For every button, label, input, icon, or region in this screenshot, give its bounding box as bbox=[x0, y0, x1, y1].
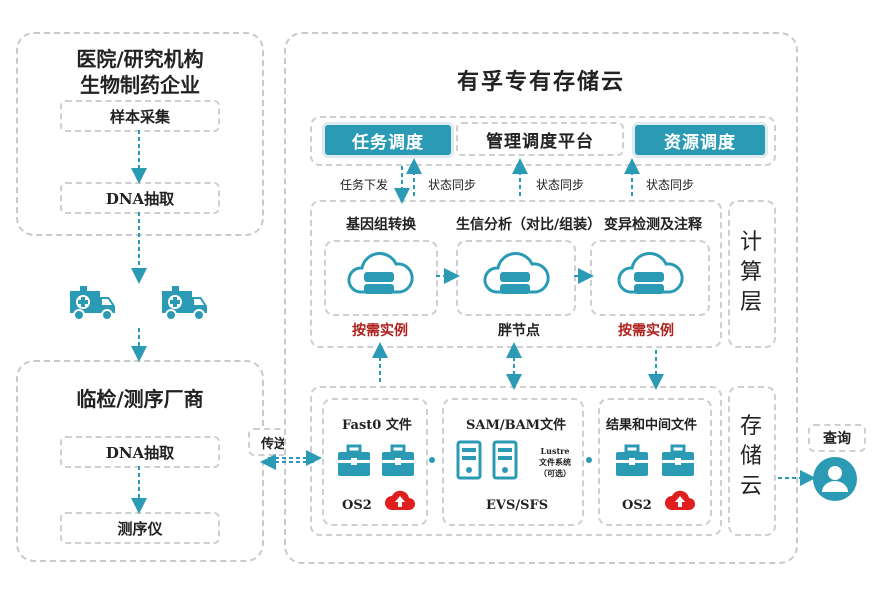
sam-sub-label: EVS/SFS bbox=[486, 498, 549, 513]
object-storage-icon bbox=[660, 444, 696, 482]
cloud-server-icon bbox=[346, 248, 414, 308]
cloud-server-icon bbox=[482, 248, 550, 308]
label-status-sync-3: 状态同步 bbox=[646, 178, 695, 192]
server-icon bbox=[492, 440, 518, 484]
task-scheduling-button[interactable]: 任务调度 bbox=[322, 122, 454, 158]
server-icon bbox=[456, 440, 482, 484]
step-bioinfo-analysis: 生信分析（对比/组装） bbox=[456, 217, 602, 233]
result-sub-label: OS2 bbox=[622, 498, 652, 513]
result-title: 结果和中间文件 bbox=[606, 418, 698, 433]
on-demand-instance-1: 按需实例 bbox=[352, 323, 408, 339]
step-genome-conversion: 基因组转换 bbox=[346, 217, 416, 233]
object-storage-icon bbox=[336, 444, 372, 482]
step-sample-collection: 样本采集 bbox=[60, 100, 220, 132]
compute-layer-tag bbox=[728, 200, 776, 348]
source-title-line2: 生物制药企业 bbox=[80, 73, 200, 97]
lustre-label: Lustre 文件系统 （可选） bbox=[532, 446, 578, 479]
step-variant-detection: 变异检测及注释 bbox=[604, 217, 702, 233]
compute-layer-label: 计算层 bbox=[739, 230, 762, 315]
object-storage-icon bbox=[614, 444, 650, 482]
source-title-line1: 医院/研究机构 bbox=[76, 47, 204, 71]
object-storage-icon bbox=[380, 444, 416, 482]
user-avatar-icon[interactable] bbox=[812, 456, 858, 506]
management-platform-button[interactable]: 管理调度平台 bbox=[456, 122, 624, 156]
lustre-line-1: Lustre bbox=[540, 446, 570, 456]
resource-scheduling-button[interactable]: 资源调度 bbox=[632, 122, 768, 158]
on-demand-instance-2: 按需实例 bbox=[618, 323, 674, 339]
fastq-title: Fast0 文件 bbox=[342, 418, 412, 433]
cloud-upload-icon bbox=[664, 488, 696, 516]
cloud-title: 有孚专有存储云 bbox=[456, 69, 625, 95]
query-button[interactable]: 查询 bbox=[808, 424, 866, 452]
lustre-line-2: 文件系统 bbox=[539, 457, 571, 467]
storage-layer-tag bbox=[728, 386, 776, 536]
sequencing-title: 临检/测序厂商 bbox=[76, 387, 204, 411]
storage-layer-label: 存储云 bbox=[739, 414, 762, 499]
label-task-dispatch: 任务下发 bbox=[340, 178, 389, 192]
fastq-sub-label: OS2 bbox=[342, 498, 372, 513]
lustre-line-3: （可选） bbox=[539, 468, 571, 478]
ambulance-icon bbox=[158, 283, 210, 325]
ambulance-icon bbox=[66, 283, 118, 325]
fat-node-label: 胖节点 bbox=[498, 323, 540, 339]
sam-title: SAM/BAM文件 bbox=[466, 418, 567, 433]
cloud-server-icon bbox=[616, 248, 684, 308]
label-status-sync-2: 状态同步 bbox=[536, 178, 585, 192]
label-status-sync-1: 状态同步 bbox=[428, 178, 477, 192]
cloud-upload-icon bbox=[384, 488, 416, 516]
